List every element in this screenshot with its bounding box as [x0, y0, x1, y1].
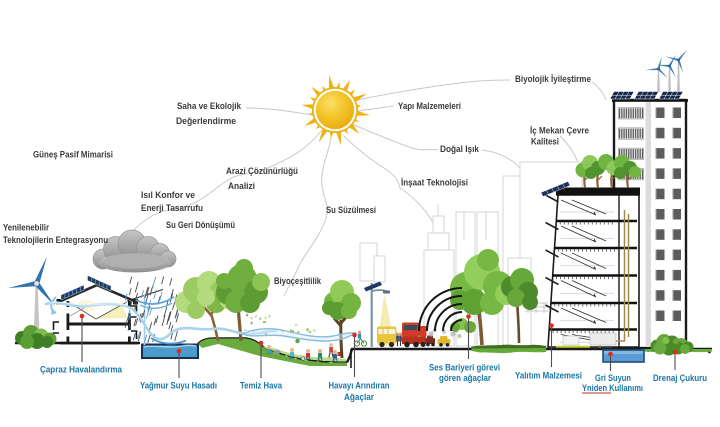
svg-text:İnşaat Teknolojisi: İnşaat Teknolojisi: [401, 178, 468, 189]
svg-text:Biyoçeşitlilik: Biyoçeşitlilik: [274, 276, 322, 287]
svg-text:Doğal Işık: Doğal Işık: [440, 144, 480, 155]
svg-text:Ses Bariyeri görevi: Ses Bariyeri görevi: [429, 363, 500, 373]
svg-text:Arazi Çözünürlüğü: Arazi Çözünürlüğü: [226, 166, 298, 177]
svg-text:Havayı Arındıran: Havayı Arındıran: [329, 381, 390, 391]
svg-text:Su Süzülmesi: Su Süzülmesi: [326, 205, 376, 216]
svg-text:Gri Suyun: Gri Suyun: [595, 373, 631, 383]
svg-text:Yenilenebilir: Yenilenebilir: [3, 223, 49, 234]
svg-text:Drenaj Çukuru: Drenaj Çukuru: [653, 373, 707, 383]
svg-text:Enerji Tasarrufu: Enerji Tasarrufu: [141, 203, 203, 214]
svg-text:Güneş Pasif Mimarisi: Güneş Pasif Mimarisi: [33, 150, 113, 161]
svg-text:İç Mekan Çevre: İç Mekan Çevre: [530, 126, 589, 137]
svg-text:Yalıtım Malzemesi: Yalıtım Malzemesi: [515, 371, 582, 381]
svg-text:Su Geri Dönüşümü: Su Geri Dönüşümü: [166, 220, 235, 231]
svg-text:Kalitesi: Kalitesi: [531, 137, 559, 148]
svg-text:Analizi: Analizi: [228, 181, 255, 192]
svg-text:Biyolojik İyileştirme: Biyolojik İyileştirme: [515, 74, 591, 85]
svg-text:Teknolojilerin Entegrasyonu: Teknolojilerin Entegrasyonu: [3, 235, 108, 246]
svg-text:Isıl Konfor ve: Isıl Konfor ve: [141, 190, 195, 201]
svg-text:Değerlendirme: Değerlendirme: [176, 116, 236, 127]
svg-text:Yapı Malzemeleri: Yapı Malzemeleri: [398, 101, 461, 112]
svg-text:Temiz Hava: Temiz Hava: [240, 381, 283, 391]
svg-text:Yağmur Suyu Hasadı: Yağmur Suyu Hasadı: [140, 381, 217, 391]
svg-text:Saha ve Ekolojik: Saha ve Ekolojik: [177, 101, 242, 112]
svg-text:Çapraz Havalandırma: Çapraz Havalandırma: [40, 365, 123, 375]
svg-text:Ağaçlar: Ağaçlar: [344, 392, 374, 402]
svg-text:Yniden Kullanımı: Yniden Kullanımı: [582, 383, 643, 393]
svg-text:gören ağaçlar: gören ağaçlar: [439, 373, 491, 383]
